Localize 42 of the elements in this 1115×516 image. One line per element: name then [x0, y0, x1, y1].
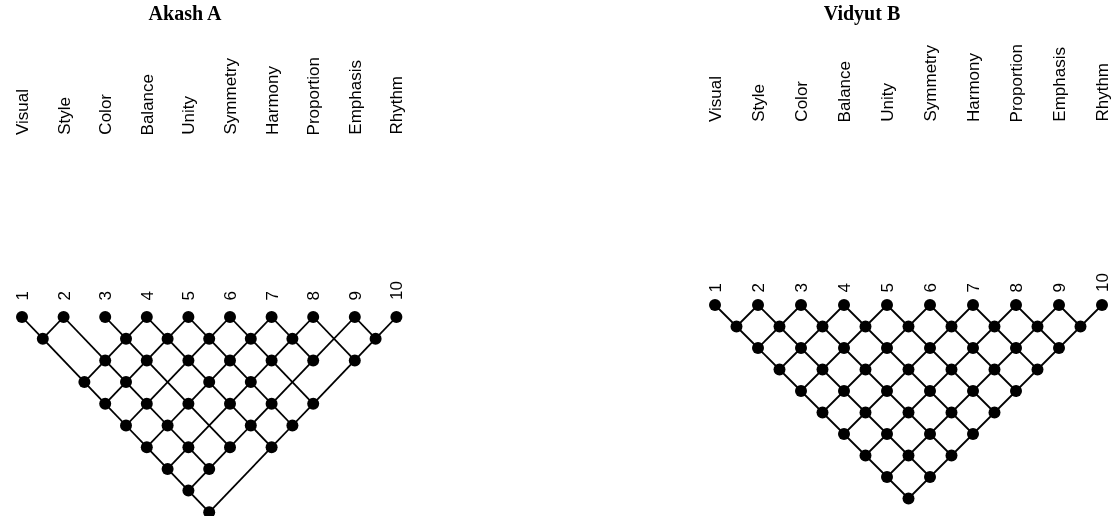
- rank-number: 9: [346, 291, 364, 301]
- rank-number: 4: [835, 283, 853, 293]
- criterion-label: Color: [96, 94, 114, 135]
- rank-number: 2: [749, 283, 767, 293]
- criterion-label: Balance: [138, 74, 156, 136]
- rank-number: 5: [878, 283, 896, 293]
- rank-number: 7: [964, 283, 982, 293]
- criterion-label: Color: [792, 81, 810, 122]
- criterion-label: Rhythm: [387, 76, 405, 135]
- rank-number: 1: [706, 283, 724, 293]
- criterion-label: Unity: [179, 96, 197, 135]
- rank-number: 8: [304, 291, 322, 301]
- panel-title: Vidyut B: [823, 2, 901, 25]
- criterion-label: Emphasis: [346, 60, 364, 135]
- rank-number: 6: [221, 291, 239, 301]
- rank-number: 1: [13, 291, 31, 301]
- rank-number: 5: [179, 291, 197, 301]
- panel-title: Akash A: [148, 2, 222, 25]
- rank-number: 7: [263, 291, 281, 301]
- criterion-label: Symmetry: [921, 45, 939, 122]
- criterion-label: Proportion: [304, 57, 322, 136]
- rank-number: 3: [792, 283, 810, 293]
- criterion-label: Unity: [878, 83, 896, 122]
- rank-number: 10: [387, 281, 405, 300]
- criterion-label: Style: [749, 84, 767, 122]
- criterion-label: Visual: [13, 89, 31, 135]
- criterion-label: Rhythm: [1093, 63, 1111, 122]
- rank-number: 10: [1093, 273, 1111, 292]
- criterion-label: Emphasis: [1050, 47, 1068, 122]
- criterion-label: Symmetry: [221, 58, 239, 135]
- rank-number: 8: [1007, 283, 1025, 293]
- rank-number: 9: [1050, 283, 1068, 293]
- rank-number: 4: [138, 291, 156, 301]
- criterion-label: Harmony: [263, 66, 281, 135]
- criterion-label: Style: [55, 97, 73, 135]
- rank-number: 2: [55, 291, 73, 301]
- criterion-label: Visual: [706, 76, 724, 122]
- criterion-label: Harmony: [964, 53, 982, 122]
- rank-number: 3: [96, 291, 114, 301]
- criterion-label: Balance: [835, 61, 853, 123]
- rank-number: 6: [921, 283, 939, 293]
- criterion-label: Proportion: [1007, 44, 1025, 123]
